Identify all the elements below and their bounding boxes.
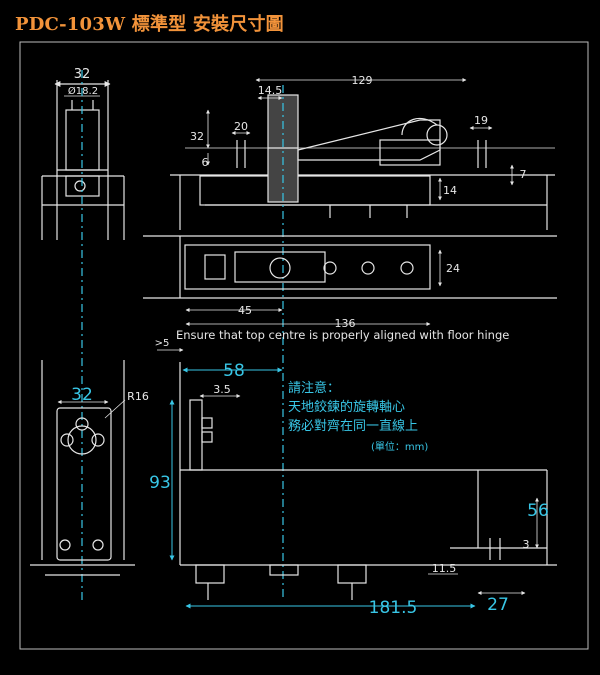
dim-3-5: 3.5 (213, 383, 231, 396)
dim-side-width: 32 (71, 385, 93, 405)
dim-181-5: 181.5 (369, 598, 418, 618)
dim-top-diameter: Ø18.2 (68, 85, 98, 97)
dim-radius: R16 (127, 390, 149, 403)
dim-height-32: 32 (190, 130, 204, 143)
dim-width-19: 19 (474, 114, 488, 127)
dim-56: 56 (527, 501, 549, 521)
floor-hinge-elevation (157, 348, 557, 609)
note-line-2: 務必對齊在同一直線上 (288, 418, 418, 434)
dim-11-5: 11.5 (432, 562, 457, 575)
dim-27: 27 (487, 595, 509, 615)
dim-14: 14 (443, 184, 457, 197)
drawing-frame (19, 41, 589, 650)
dim-length-129: 129 (352, 74, 373, 87)
note-title: 請注意： (288, 380, 340, 396)
side-view-bottom (30, 360, 135, 576)
dim-width-20: 20 (234, 120, 248, 133)
unit-note: (單位：mm) (371, 440, 428, 453)
plan-view (143, 235, 557, 326)
dim-top-width: 32 (74, 67, 91, 82)
dim-gt5: >5 (155, 338, 170, 349)
alignment-instruction: Ensure that top centre is properly align… (176, 328, 509, 342)
side-view-top (41, 80, 125, 240)
note-line-1: 天地鉸鍊的旋轉軸心 (288, 399, 405, 415)
dim-136: 136 (335, 317, 356, 330)
dim-45: 45 (238, 304, 252, 317)
dim-offset-14-5: 14.5 (258, 84, 283, 97)
dim-58: 58 (223, 361, 245, 381)
dim-24: 24 (446, 262, 460, 275)
dim-3: 3 (523, 538, 530, 551)
dim-7: 7 (520, 168, 527, 181)
page-title: PDC-103W 標準型 安裝尺寸圖 (15, 14, 284, 35)
installation-note: 請注意： 天地鉸鍊的旋轉軸心 務必對齊在同一直線上 (單位：mm) (288, 380, 428, 453)
dim-93: 93 (149, 473, 171, 493)
dim-6: 6 (202, 156, 209, 169)
top-closer-elevation (170, 94, 555, 230)
